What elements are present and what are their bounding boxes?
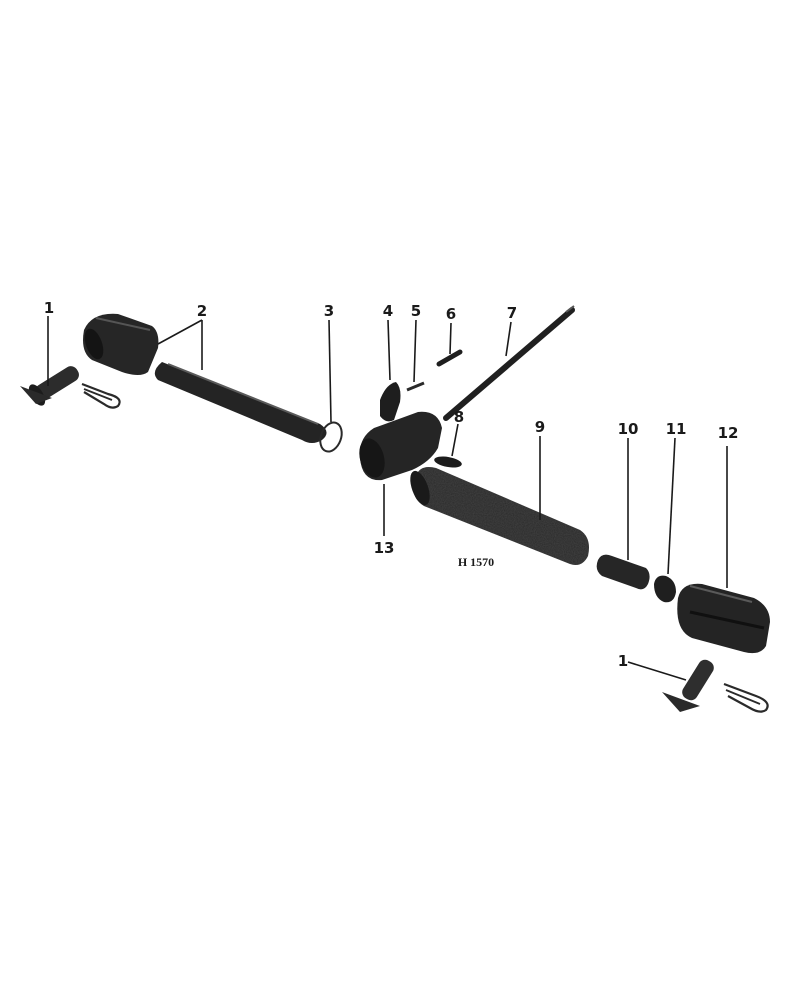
callout-7: 7 — [507, 304, 517, 322]
hair-pin-clip-upper — [81, 382, 121, 409]
clevis-pin-lower — [662, 659, 714, 712]
central-housing — [359, 411, 442, 481]
leader-line-6 — [449, 322, 452, 355]
callout-5: 5 — [411, 302, 421, 320]
callout-1-lower: 1 — [618, 652, 628, 670]
leader-line-1-lower — [627, 661, 687, 681]
grease-fitting-cap — [380, 382, 401, 422]
callout-1-upper: 1 — [44, 299, 54, 317]
tube-left — [154, 362, 327, 443]
leader-line-7 — [505, 321, 512, 357]
callout-11: 11 — [666, 420, 687, 438]
leader-line-11 — [667, 437, 676, 575]
drawing-number: H 1570 — [458, 555, 494, 569]
nut — [654, 575, 676, 603]
leader-line-3 — [328, 319, 332, 423]
callout-9: 9 — [535, 418, 545, 436]
key-part — [436, 349, 463, 367]
hair-pin-clip-lower — [723, 682, 769, 713]
washer — [434, 456, 462, 468]
callout-10: 10 — [618, 420, 639, 438]
callout-6: 6 — [446, 305, 456, 323]
leader-lines — [47, 316, 728, 681]
callout-labels: 1 2 3 4 5 6 7 8 9 10 11 12 13 1 — [44, 299, 739, 670]
callout-12: 12 — [718, 424, 739, 442]
callout-2: 2 — [197, 302, 207, 320]
callout-4: 4 — [383, 302, 393, 320]
callout-8: 8 — [454, 408, 464, 426]
leader-line-2-a — [157, 319, 203, 345]
bushing — [596, 554, 650, 590]
clevis-pin-upper — [20, 366, 79, 406]
callout-13: 13 — [374, 539, 395, 557]
snap-ring — [319, 421, 343, 453]
clevis-right — [677, 583, 770, 654]
clevis-left — [83, 313, 159, 375]
leader-line-8 — [451, 423, 459, 457]
leader-line-5 — [413, 319, 417, 383]
long-rod — [443, 305, 575, 421]
leader-line-4 — [387, 319, 391, 381]
small-pin — [406, 381, 425, 392]
sleeve-tube — [410, 467, 589, 565]
callout-3: 3 — [324, 302, 334, 320]
